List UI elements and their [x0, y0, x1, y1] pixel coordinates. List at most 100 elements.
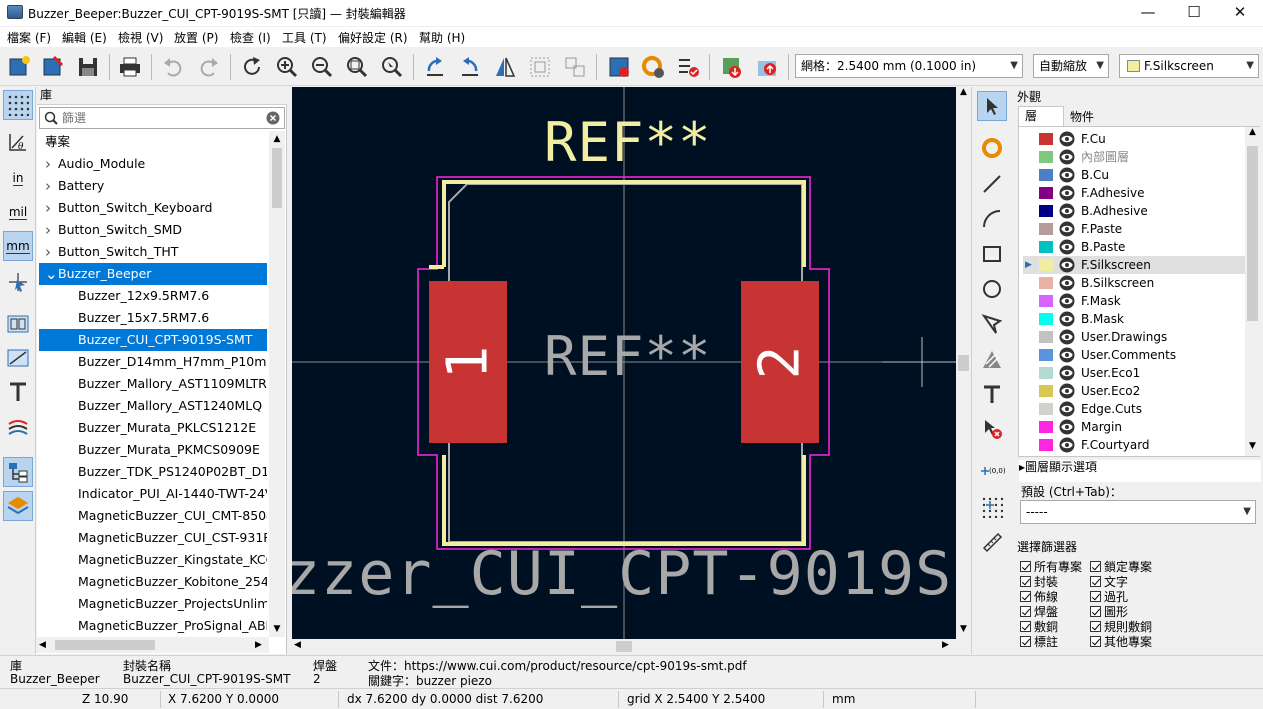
units-mm-icon[interactable]: mm [3, 231, 33, 261]
add-zone-icon[interactable] [977, 344, 1007, 374]
footprint-canvas[interactable]: REF** REF** 1 2 zzer_CUI_CPT-9019S-S [292, 87, 956, 639]
eye-icon[interactable] [1059, 437, 1075, 453]
zoom-fit-icon[interactable] [342, 52, 372, 82]
draw-circle-icon[interactable] [977, 274, 1007, 304]
layer-color-swatch[interactable] [1039, 367, 1053, 379]
menu-tools[interactable]: 工具 (T) [282, 31, 327, 45]
selection-filter-option[interactable]: 鎖定專案 [1090, 560, 1152, 575]
reference-text[interactable]: REF** [544, 111, 712, 174]
fab-reference-text[interactable]: REF** [544, 325, 712, 388]
layer-color-swatch[interactable] [1039, 169, 1053, 181]
footprint-checker-icon[interactable] [673, 52, 703, 82]
layer-color-swatch[interactable] [1039, 223, 1053, 235]
library-node[interactable]: ⌄Buzzer_Beeper [39, 263, 267, 285]
selection-filter-option[interactable]: 封裝 [1020, 575, 1082, 590]
insert-into-board-icon[interactable] [752, 52, 782, 82]
footprint-item[interactable]: Buzzer_15x7.5RM7.6 [39, 307, 267, 329]
layer-row[interactable]: F.Mask [1023, 292, 1259, 310]
library-node[interactable]: ›Button_Switch_SMD [39, 219, 267, 241]
units-inch-icon[interactable]: in [3, 163, 33, 193]
preset-select[interactable]: -----▼ [1020, 500, 1256, 524]
chevron-right-icon[interactable]: › [45, 177, 51, 195]
eye-icon[interactable] [1059, 185, 1075, 201]
maximize-button[interactable]: ☐ [1187, 3, 1201, 21]
chevron-down-icon[interactable]: ⌄ [45, 265, 58, 283]
eye-icon[interactable] [1059, 131, 1075, 147]
layer-color-swatch[interactable] [1039, 421, 1053, 433]
hscroll-thumb[interactable] [55, 640, 155, 650]
scroll-down-icon[interactable]: ▼ [960, 624, 967, 634]
scroll-up-icon[interactable]: ▲ [1249, 127, 1256, 137]
pad-2[interactable] [741, 281, 819, 443]
redo-icon[interactable] [194, 52, 224, 82]
library-node[interactable]: 專案 [39, 131, 267, 153]
selection-filter-option[interactable]: 圖形 [1090, 605, 1152, 620]
selection-filter-option[interactable]: 所有專案 [1020, 560, 1082, 575]
footprint-item[interactable]: Buzzer_D14mm_H7mm_P10mm [39, 351, 267, 373]
layer-color-swatch[interactable] [1039, 403, 1053, 415]
footprint-item[interactable]: Buzzer_CUI_CPT-9019S-SMT [39, 329, 267, 351]
checkbox[interactable] [1090, 576, 1101, 587]
eye-icon[interactable] [1059, 149, 1075, 165]
load-from-board-icon[interactable] [717, 52, 747, 82]
zoom-in-icon[interactable] [272, 52, 302, 82]
menu-file[interactable]: 檔案 (F) [7, 31, 52, 45]
eye-icon[interactable] [1059, 347, 1075, 363]
layer-color-swatch[interactable] [1039, 295, 1053, 307]
minimize-button[interactable]: — [1140, 3, 1156, 21]
layer-row[interactable]: Edge.Cuts [1023, 400, 1259, 418]
footprint-item[interactable]: Buzzer_Mallory_AST1240MLQ [39, 395, 267, 417]
canvas-drawing[interactable] [292, 87, 956, 639]
layer-color-swatch[interactable] [1039, 241, 1053, 253]
refresh-icon[interactable] [237, 52, 267, 82]
zoom-select[interactable]: 自動縮放▼ [1033, 54, 1109, 78]
layers-scrollbar[interactable]: ▲ ▼ [1245, 127, 1260, 456]
layer-color-swatch[interactable] [1039, 187, 1053, 199]
save-icon[interactable] [73, 52, 103, 82]
selection-filter-option[interactable]: 標註 [1020, 635, 1082, 650]
rotate-ccw-icon[interactable] [420, 52, 450, 82]
layer-row[interactable]: F.Paste [1023, 220, 1259, 238]
measure-tool-icon[interactable] [977, 527, 1007, 557]
checkbox[interactable] [1020, 606, 1031, 617]
scroll-thumb[interactable] [272, 148, 282, 208]
eye-icon[interactable] [1059, 221, 1075, 237]
checkbox[interactable] [1020, 636, 1031, 647]
layer-color-swatch[interactable] [1039, 259, 1053, 271]
menu-inspect[interactable]: 檢查 (I) [230, 31, 271, 45]
group-icon[interactable] [525, 52, 555, 82]
eye-icon[interactable] [1059, 293, 1075, 309]
chevron-right-icon[interactable]: › [45, 155, 51, 173]
new-footprint-icon[interactable] [3, 52, 33, 82]
pad-sketch-icon[interactable] [3, 309, 33, 339]
value-text[interactable]: zzer_CUI_CPT-9019S-S [292, 539, 956, 609]
library-tree-toggle-icon[interactable] [3, 457, 33, 487]
library-tree-scrollbar[interactable]: ▲ ▼ [269, 131, 285, 637]
library-filter-input[interactable] [62, 109, 262, 127]
checkbox[interactable] [1020, 561, 1031, 572]
delete-tool-icon[interactable] [977, 414, 1007, 444]
canvas-vscroll-thumb[interactable] [958, 355, 969, 371]
footprint-properties-icon[interactable] [604, 52, 634, 82]
chevron-right-icon[interactable]: › [45, 199, 51, 217]
scroll-left-icon[interactable]: ◀ [294, 640, 301, 650]
menu-preferences[interactable]: 偏好設定 (R) [338, 31, 408, 45]
canvas-hscroll-thumb[interactable] [616, 641, 632, 652]
footprint-item[interactable]: Buzzer_TDK_PS1240P02BT_D12.2r [39, 461, 267, 483]
layer-row[interactable]: User.Eco1 [1023, 364, 1259, 382]
tab-objects[interactable]: 物件 [1070, 110, 1095, 124]
selection-filter-option[interactable]: 文字 [1090, 575, 1152, 590]
add-pad-icon[interactable] [977, 133, 1007, 163]
eye-icon[interactable] [1059, 365, 1075, 381]
layer-row[interactable]: B.Silkscreen [1023, 274, 1259, 292]
clear-filter-icon[interactable] [266, 111, 280, 125]
scroll-left-icon[interactable]: ◀ [39, 640, 46, 650]
layer-row[interactable]: User.Eco2 [1023, 382, 1259, 400]
scroll-down-icon[interactable]: ▼ [273, 624, 281, 634]
layer-row[interactable]: F.Courtyard [1023, 436, 1259, 454]
grid-toggle-icon[interactable] [3, 90, 33, 120]
layer-color-swatch[interactable] [1039, 331, 1053, 343]
selection-filter-option[interactable]: 焊盤 [1020, 605, 1082, 620]
layer-color-swatch[interactable] [1039, 133, 1053, 145]
selection-filter-option[interactable]: 規則敷銅 [1090, 620, 1152, 635]
